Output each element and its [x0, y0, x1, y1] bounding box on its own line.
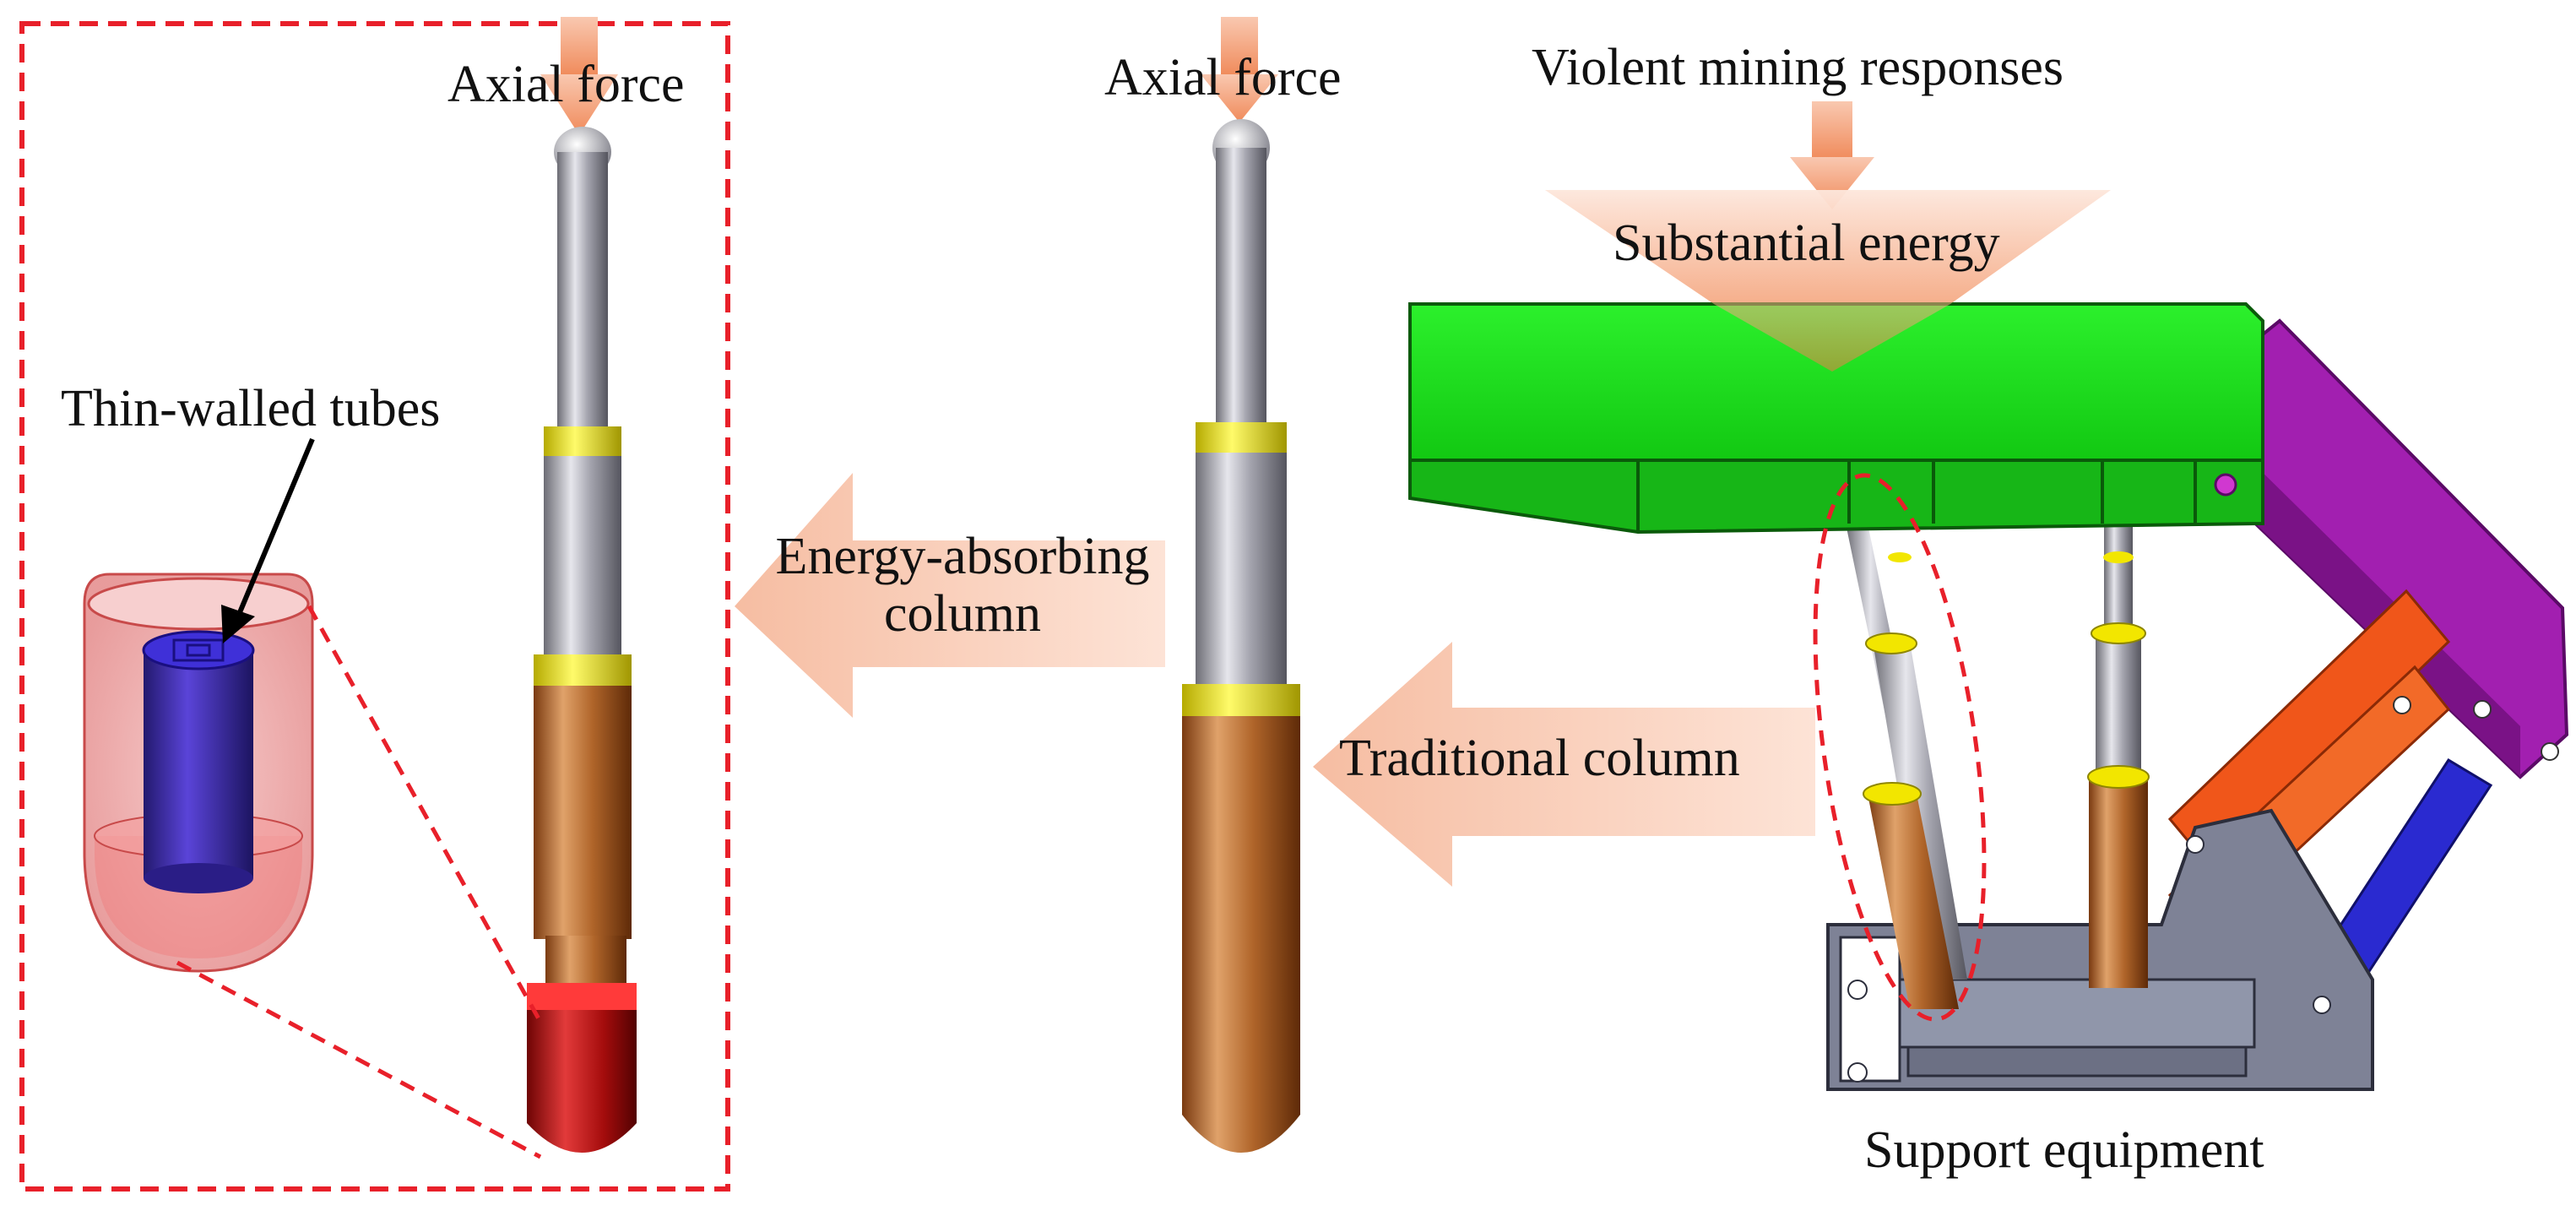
violent-mining-responses-label: Violent mining responses [1532, 39, 2064, 96]
energy-absorbing-arrow [735, 473, 1165, 718]
thin-walled-tubes-cutaway [83, 573, 314, 973]
axial-force-label-left: Axial force [447, 56, 685, 113]
traditional-column-arrow [1313, 642, 1815, 887]
energy-absorbing-line1: Energy-absorbing [775, 528, 1150, 585]
zoom-line-lower [176, 960, 542, 1159]
energy-absorbing-column [527, 127, 637, 1153]
traditional-column [1182, 119, 1300, 1153]
traditional-column-label: Traditional column [1339, 730, 1740, 787]
column-highlight [1813, 473, 1987, 1022]
energy-absorbing-column-label: Energy-absorbing column [743, 528, 1182, 643]
support-linkage [2167, 318, 2569, 1007]
support-equipment-label: Support equipment [1864, 1121, 2264, 1179]
support-canopy [1408, 190, 2264, 535]
thin-walled-tubes-label: Thin-walled tubes [61, 380, 441, 437]
support-column-left [1846, 524, 1967, 1009]
violent-mining-arrow [1790, 101, 1874, 209]
detail-frame [19, 21, 730, 1192]
axial-force-label-mid: Axial force [1104, 49, 1342, 106]
axial-force-arrow-mid [1201, 17, 1278, 122]
support-column-right [2087, 515, 2150, 988]
axial-force-arrow-left [540, 17, 618, 135]
zoom-line-upper [306, 605, 543, 1023]
substantial-energy-label: Substantial energy [1613, 214, 2000, 272]
energy-absorbing-line2: column [884, 585, 1041, 643]
tubes-pointer-arrow [221, 437, 315, 643]
